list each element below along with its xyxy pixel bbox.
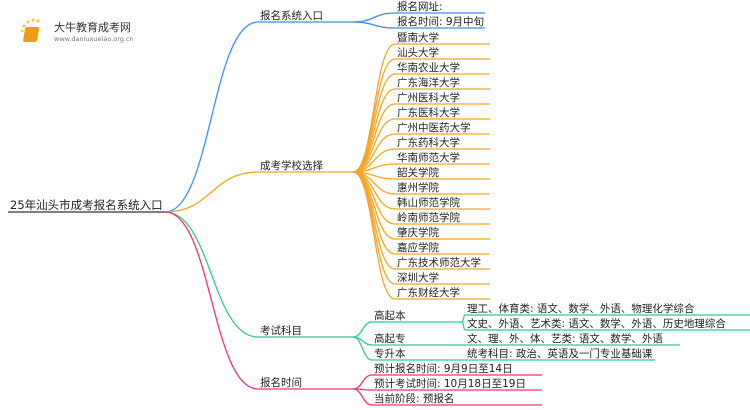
branch-connector	[164, 21, 259, 213]
branch-node[interactable]: 成考学校选择	[260, 160, 323, 172]
leaf-node[interactable]: 华南农业大学	[397, 62, 460, 74]
logo-name: 大牛教育成考网	[54, 21, 131, 34]
branch-node[interactable]: 考试科目	[260, 325, 302, 337]
branch-connector	[164, 211, 259, 338]
leaf-node[interactable]: 韶关学院	[397, 167, 439, 179]
root-node[interactable]: 25年汕头市成考报名系统入口	[10, 198, 163, 212]
leaf-node[interactable]: 预计考试时间: 10月18日至19日	[374, 378, 526, 390]
leaf-connector	[352, 388, 373, 406]
leaf-node[interactable]: 广东药科大学	[397, 137, 460, 149]
leaf-connector	[352, 73, 396, 173]
leaf-node[interactable]: 广东海洋大学	[397, 77, 460, 89]
leaf-node[interactable]: 当前阶段: 预报名	[374, 393, 455, 405]
leaf-connector	[352, 58, 396, 173]
leaf-node[interactable]: 汕头大学	[397, 47, 439, 59]
leaf-node[interactable]: 深圳大学	[397, 272, 439, 284]
subject-group[interactable]: 高起专	[374, 333, 406, 345]
leaf-node[interactable]: 华南师范大学	[397, 152, 460, 164]
subject-group[interactable]: 高起本	[374, 310, 406, 322]
subject-group[interactable]: 专升本	[374, 348, 406, 360]
leaf-connector	[352, 374, 373, 390]
leaf-node[interactable]: 广东财经大学	[397, 287, 460, 299]
logo-url: www.daniuxueiao.org.cn	[54, 35, 134, 43]
subject-item[interactable]: 理工、体育类: 语文、数学、外语、物理化学综合	[467, 303, 695, 315]
branch-connector	[164, 171, 259, 213]
book-logo-icon	[20, 18, 40, 42]
branch-connector	[164, 211, 259, 390]
leaf-node[interactable]: 岭南师范学院	[397, 212, 460, 224]
subject-item[interactable]: 文史、外语、艺术类: 语文、数学、外语、历史地理综合	[467, 318, 726, 330]
leaf-node[interactable]: 报名时间: 9月中旬	[397, 16, 485, 28]
group-connector	[352, 336, 373, 361]
leaf-node[interactable]: 广东医科大学	[397, 107, 460, 119]
leaf-node[interactable]: 韩山师范学院	[397, 197, 460, 209]
subject-item[interactable]: 统考科目: 政治、英语及一门专业基础课	[467, 348, 653, 360]
leaf-connector	[352, 171, 396, 300]
leaf-node[interactable]: 暨南大学	[397, 32, 439, 44]
leaf-connector	[352, 171, 396, 285]
branch-node[interactable]: 报名系统入口	[260, 10, 323, 22]
leaf-connector	[352, 21, 396, 29]
leaf-connector	[352, 12, 396, 23]
subject-item[interactable]: 文、理、外、体、艺类: 语文、数学、外语	[467, 333, 663, 345]
leaf-node[interactable]: 预计报名时间: 9月9日至14日	[374, 363, 513, 375]
logo: 大牛教育成考网 www.daniuxueiao.org.cn	[18, 18, 134, 44]
group-connector	[352, 321, 373, 338]
leaf-node[interactable]: 肇庆学院	[397, 227, 439, 239]
leaf-node[interactable]: 惠州学院	[397, 182, 439, 194]
leaf-connector	[352, 171, 396, 270]
leaf-node[interactable]: 广州医科大学	[397, 92, 460, 104]
leaf-node[interactable]: 报名网址:	[397, 1, 443, 13]
subject-connector	[461, 314, 466, 323]
leaf-node[interactable]: 广东技术师范大学	[397, 257, 481, 269]
subject-connector	[461, 321, 466, 331]
branch-node[interactable]: 报名时间	[260, 377, 302, 389]
leaf-connector	[352, 171, 396, 225]
leaf-node[interactable]: 嘉应学院	[397, 242, 439, 254]
leaf-connector	[352, 171, 396, 255]
leaf-node[interactable]: 广州中医药大学	[397, 122, 471, 134]
